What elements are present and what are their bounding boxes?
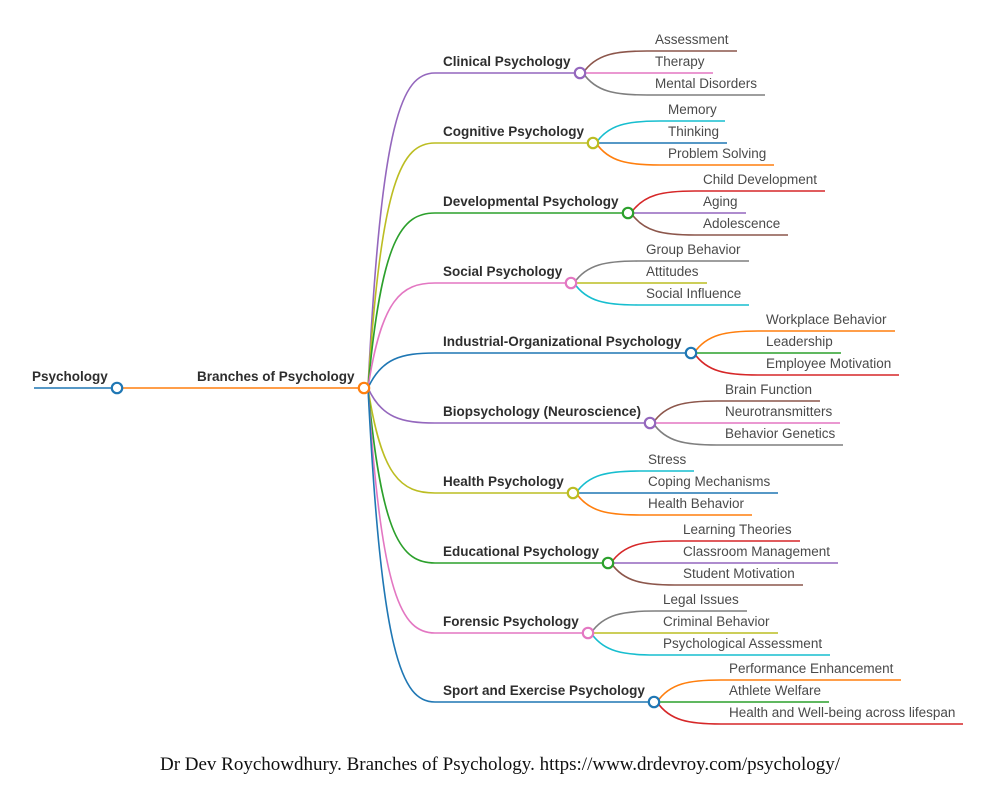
link-curve: [367, 387, 436, 564]
link-curve: [367, 387, 436, 634]
child-label: Employee Motivation: [766, 356, 892, 371]
link-curve: [573, 282, 639, 306]
child-label: Group Behavior: [646, 242, 741, 257]
child-label: Brain Function: [725, 382, 813, 397]
child-label: Health Behavior: [648, 496, 745, 511]
child-label: Psychological Assessment: [663, 636, 823, 651]
link-curve: [693, 352, 759, 376]
branch-label: Cognitive Psychology: [443, 124, 585, 139]
node-circle: [581, 626, 595, 640]
link-curve: [656, 679, 722, 703]
link-curve: [693, 330, 759, 354]
branch-label: Biopsychology (Neuroscience): [443, 404, 642, 419]
link-curve: [582, 72, 648, 96]
node-circle: [573, 66, 587, 80]
link-curve: [590, 610, 656, 634]
child-label: Problem Solving: [668, 146, 767, 161]
branch-label: Sport and Exercise Psychology: [443, 683, 645, 698]
link-curve: [610, 540, 676, 564]
branch-label: Clinical Psychology: [443, 54, 571, 69]
branch-label: Industrial-Organizational Psychology: [443, 334, 682, 349]
branch-label: Educational Psychology: [443, 544, 600, 559]
child-label: Leadership: [766, 334, 833, 349]
child-label: Assessment: [655, 32, 729, 47]
root-label: Psychology: [32, 369, 108, 384]
node-circle: [621, 206, 635, 220]
node-circle: [601, 556, 615, 570]
link-curve: [367, 212, 436, 389]
node-circle: [586, 136, 600, 150]
branch-label: Social Psychology: [443, 264, 563, 279]
node-circle: [564, 276, 578, 290]
link-curve: [367, 387, 436, 424]
link-curve: [367, 387, 436, 494]
child-label: Student Motivation: [683, 566, 795, 581]
branch-label: Health Psychology: [443, 474, 564, 489]
child-label: Health and Well-being across lifespan: [729, 705, 956, 720]
link-curve: [652, 400, 718, 424]
child-label: Legal Issues: [663, 592, 739, 607]
link-curve: [367, 142, 436, 389]
node-circle: [684, 346, 698, 360]
child-label: Coping Mechanisms: [648, 474, 771, 489]
child-label: Attitudes: [646, 264, 699, 279]
node-circle: [566, 486, 580, 500]
child-label: Aging: [703, 194, 738, 209]
link-curve: [630, 190, 696, 214]
link-curve: [595, 120, 661, 144]
branch-label: Forensic Psychology: [443, 614, 579, 629]
child-label: Stress: [648, 452, 687, 467]
child-label: Athlete Welfare: [729, 683, 822, 698]
link-curve: [595, 142, 661, 166]
hub-label: Branches of Psychology: [197, 369, 355, 384]
child-label: Neurotransmitters: [725, 404, 833, 419]
link-curve: [573, 260, 639, 284]
link-curve: [656, 701, 722, 725]
link-curve: [610, 562, 676, 586]
branch-label: Developmental Psychology: [443, 194, 619, 209]
link-curve: [590, 632, 656, 656]
child-label: Therapy: [655, 54, 705, 69]
link-curve: [367, 352, 436, 389]
child-label: Thinking: [668, 124, 720, 139]
link-curve: [367, 282, 436, 389]
child-label: Mental Disorders: [655, 76, 758, 91]
link-curve: [630, 212, 696, 236]
child-label: Memory: [668, 102, 717, 117]
child-label: Performance Enhancement: [729, 661, 894, 676]
child-label: Workplace Behavior: [766, 312, 887, 327]
node-circle: [357, 381, 371, 395]
node-circle: [110, 381, 124, 395]
link-curve: [575, 470, 641, 494]
child-label: Learning Theories: [683, 522, 792, 537]
link-curve: [652, 422, 718, 446]
link-curve: [582, 50, 648, 74]
node-circle: [643, 416, 657, 430]
child-label: Adolescence: [703, 216, 781, 231]
child-label: Criminal Behavior: [663, 614, 770, 629]
link-curve: [575, 492, 641, 516]
child-label: Behavior Genetics: [725, 426, 836, 441]
child-label: Classroom Management: [683, 544, 831, 559]
source-caption: Dr Dev Roychowdhury. Branches of Psychol…: [159, 754, 841, 775]
child-label: Social Influence: [646, 286, 742, 301]
child-label: Child Development: [703, 172, 818, 187]
link-curve: [367, 387, 436, 703]
link-curve: [367, 72, 436, 389]
node-circle: [647, 695, 661, 709]
